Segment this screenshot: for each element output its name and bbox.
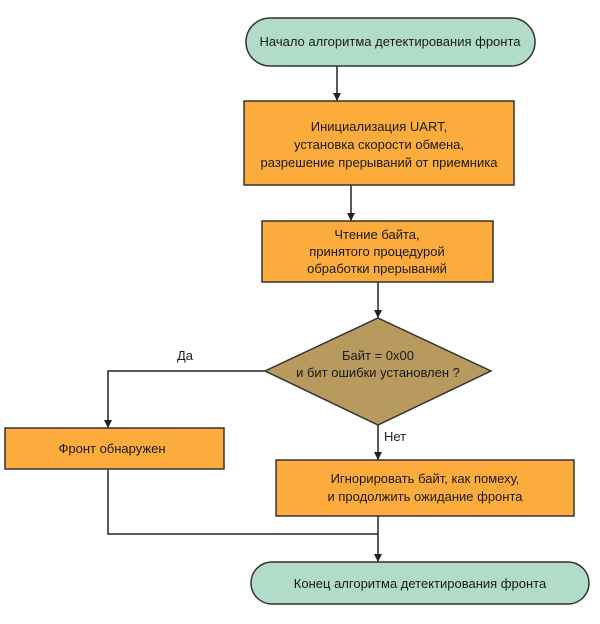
front-found-node: Фронт обнаружен [4,427,225,470]
arrow-decision-yes [104,370,265,428]
init-line-1: Инициализация UART, [311,119,447,134]
front-found-label: Фронт обнаружен [58,441,165,456]
yes-label: Да [177,348,194,363]
init-line-3: разрешение прерываний от приемника [261,155,499,170]
decision-node: Байт = 0x00 и бит ошибки установлен ? [263,317,493,426]
line-front-to-merge [107,469,378,535]
ignore-line-2: и продолжить ожидание фронта [327,489,523,504]
init-line-2: установка скорости обмена, [294,137,464,152]
decision-shape [263,317,493,426]
decision-line-2: и бит ошибки установлен ? [296,365,460,380]
read-line-2: принятого процедурой [309,244,445,259]
read-line-3: обработки прерываний [307,261,447,276]
init-shape [243,100,515,186]
ignore-node: Игнорировать байт, как помеху, и продолж… [275,459,575,517]
read-node: Чтение байта, принятого процедурой обраб… [261,220,494,283]
read-line-1: Чтение байта, [334,227,419,242]
start-node: Начало алгоритма детектирования фронта [245,17,536,67]
ignore-shape [275,459,575,517]
front-found-shape [4,427,225,470]
init-node: Инициализация UART, установка скорости о… [243,100,515,186]
end-label: Конец алгоритма детектирования фронта [294,576,547,591]
end-shape [250,561,590,605]
start-label: Начало алгоритма детектирования фронта [259,34,521,49]
end-node: Конец алгоритма детектирования фронта [250,561,590,605]
no-label: Нет [384,429,406,444]
connectors [104,66,382,562]
decision-line-1: Байт = 0x00 [342,348,414,363]
ignore-line-1: Игнорировать байт, как помеху, [331,471,520,486]
start-shape [245,17,536,67]
read-shape [261,220,494,283]
